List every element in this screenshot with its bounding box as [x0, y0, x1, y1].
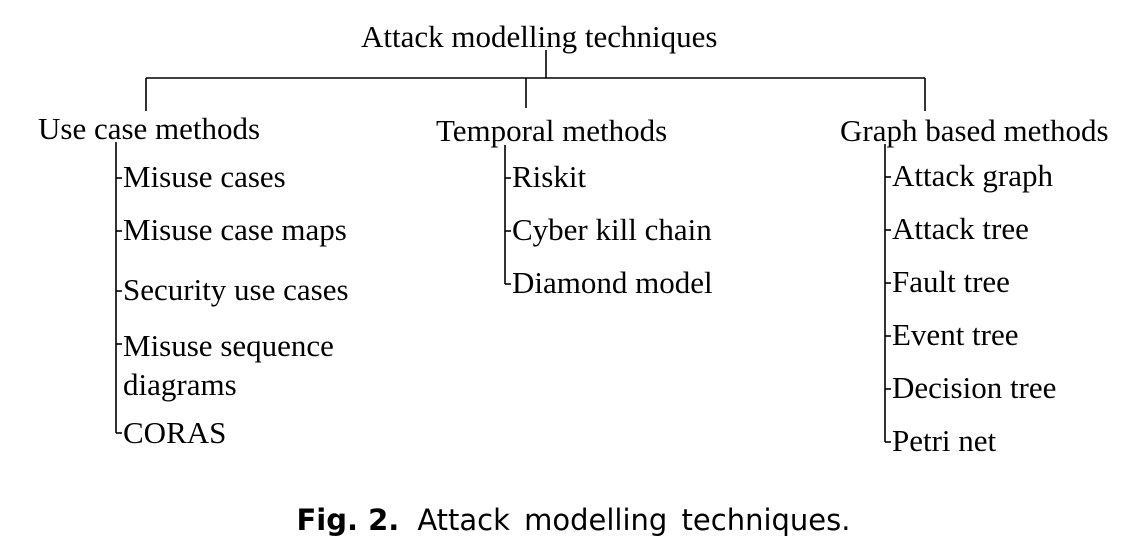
leaf-event-tree: Event tree [892, 317, 1019, 352]
leaf-fault-tree: Fault tree [892, 264, 1010, 299]
leaf-coras: CORAS [123, 415, 227, 450]
category-graph-based-methods: Graph based methods [840, 113, 1109, 148]
caption-text: Attack modelling techniques. [417, 503, 851, 537]
leaf-decision-tree: Decision tree [892, 370, 1057, 405]
leaf-misuse-cases: Misuse cases [123, 159, 286, 194]
leaf-misuse-sequence-diagrams: Misuse sequence diagrams [123, 328, 334, 402]
leaf-diamond-model: Diamond model [512, 265, 713, 300]
leaf-riskit: Riskit [512, 159, 587, 194]
leaf-cyber-kill-chain: Cyber kill chain [512, 212, 712, 247]
root-node-label: Attack modelling techniques [361, 19, 718, 54]
leaf-attack-tree: Attack tree [892, 211, 1029, 246]
leaf-attack-graph: Attack graph [892, 158, 1053, 193]
leaf-misuse-case-maps: Misuse case maps [123, 212, 347, 247]
figure-number: Fig. 2. [296, 503, 400, 537]
leaf-petri-net: Petri net [892, 423, 997, 458]
figure-caption: Fig. 2. Attack modelling techniques. [0, 500, 1147, 540]
category-use-case-methods: Use case methods [38, 111, 261, 146]
leaf-security-use-cases: Security use cases [123, 272, 349, 307]
category-temporal-methods: Temporal methods [436, 113, 668, 148]
